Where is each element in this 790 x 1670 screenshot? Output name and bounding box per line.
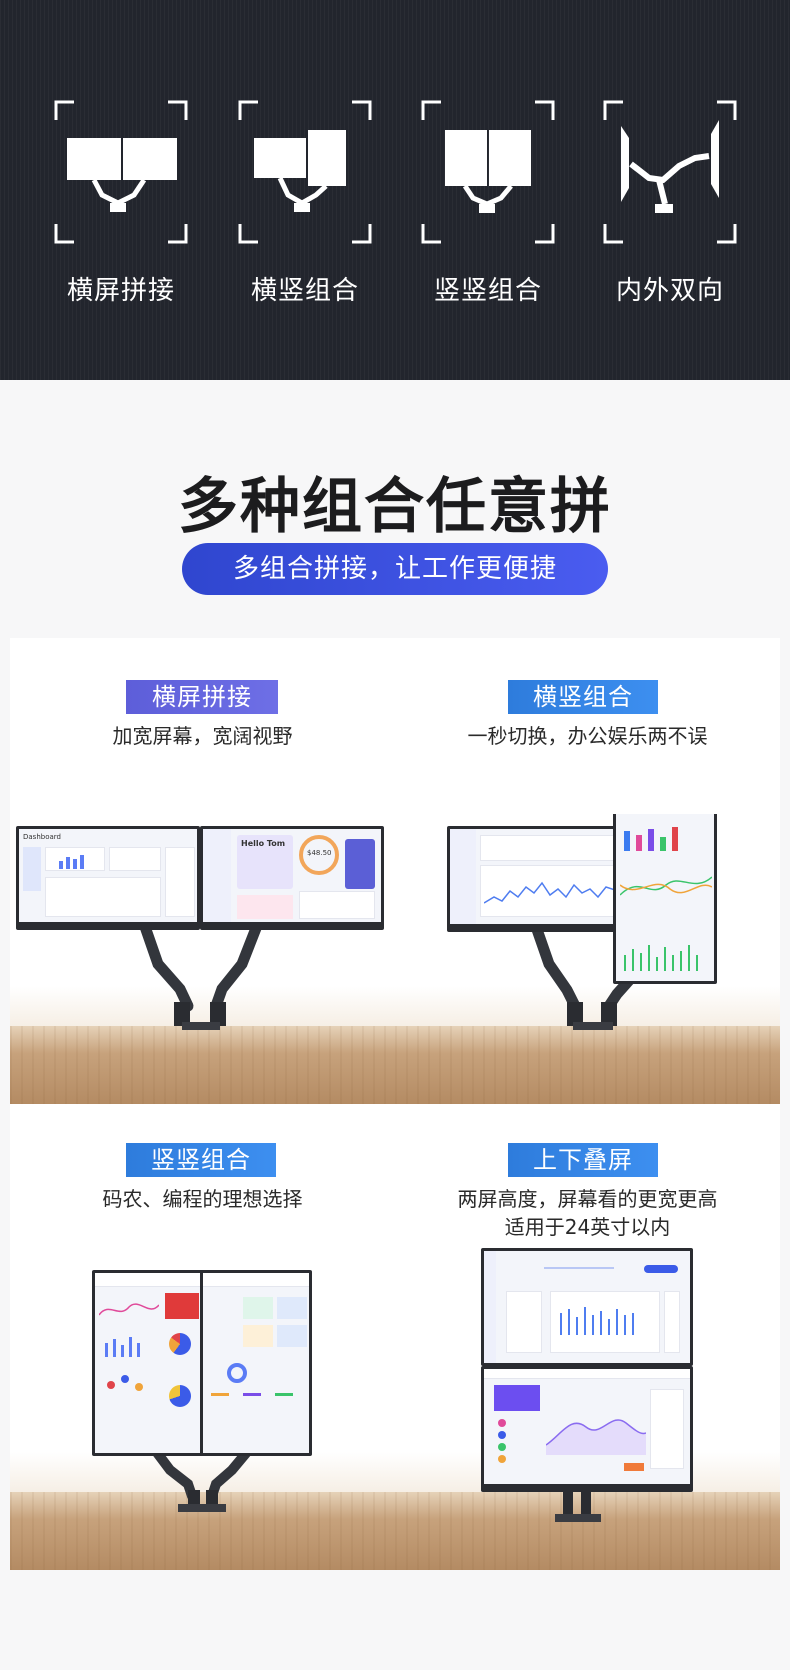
mode-inward-outward: 内外双向 [603, 100, 737, 310]
desk-surface [10, 1026, 395, 1104]
monitor-arm [136, 912, 266, 1030]
scene-horizontal-vertical [395, 814, 780, 1104]
panel-caption: 一秒切换，办公娱乐两不误 [467, 724, 708, 748]
scene-stacked [395, 1248, 780, 1570]
hello-text: Hello Tom [241, 839, 286, 848]
monitor-arm [147, 1441, 257, 1512]
horizontal-vertical-combo-icon [238, 100, 372, 244]
monitor-top [481, 1248, 693, 1366]
feature-icons-band: 横屏拼接 横竖组合 竖竖组合 [0, 0, 790, 380]
mode-label: 内外双向 [615, 276, 724, 306]
mode-label: 横竖组合 [250, 276, 359, 306]
mode-label: 横屏拼接 [66, 276, 175, 306]
panel-caption: 适用于24英寸以内 [504, 1215, 671, 1239]
monitor-right: Hello Tom $48.50 [200, 826, 384, 930]
monitor-pole [555, 1478, 601, 1522]
monitor-left: Dashboard [16, 826, 200, 930]
monitor-portrait-left [92, 1270, 204, 1456]
monitor-portrait-right [200, 1270, 312, 1456]
page-title: 多种组合任意拼 [178, 472, 612, 542]
dashboard-title: Dashboard [23, 833, 61, 841]
mode-horizontal-splice: 横屏拼接 [54, 100, 188, 310]
panel-caption: 两屏高度，屏幕看的更宽更高 [457, 1187, 718, 1211]
price-text: $48.50 [307, 849, 332, 857]
panel-tag: 上下叠屏 [508, 1143, 658, 1177]
mode-label: 竖竖组合 [433, 276, 542, 306]
combinations-card: 横屏拼接 加宽屏幕，宽阔视野 Dashboard [10, 638, 780, 1570]
scene-horizontal-splice: Dashboard Hello Tom $48.50 [10, 814, 395, 1104]
panel-tag: 横竖组合 [508, 680, 658, 714]
inward-outward-arms-icon [603, 100, 737, 244]
monitor-portrait [613, 814, 717, 984]
panel-caption: 码农、编程的理想选择 [102, 1187, 303, 1211]
monitor-bottom [481, 1366, 693, 1492]
vertical-vertical-combo-icon [421, 100, 555, 244]
horizontal-splice-icon [54, 100, 188, 244]
monitor-landscape [447, 826, 633, 932]
subtitle-pill: 多组合拼接，让工作更便捷 [182, 543, 608, 595]
panel-tag: 竖竖组合 [126, 1143, 276, 1177]
mode-horizontal-vertical: 横竖组合 [238, 100, 372, 310]
panel-caption: 加宽屏幕，宽阔视野 [112, 724, 293, 748]
panel-tag: 横屏拼接 [126, 680, 278, 714]
scene-vertical-vertical [10, 1266, 395, 1570]
mode-vertical-vertical: 竖竖组合 [421, 100, 555, 310]
desk-surface [395, 1026, 780, 1104]
